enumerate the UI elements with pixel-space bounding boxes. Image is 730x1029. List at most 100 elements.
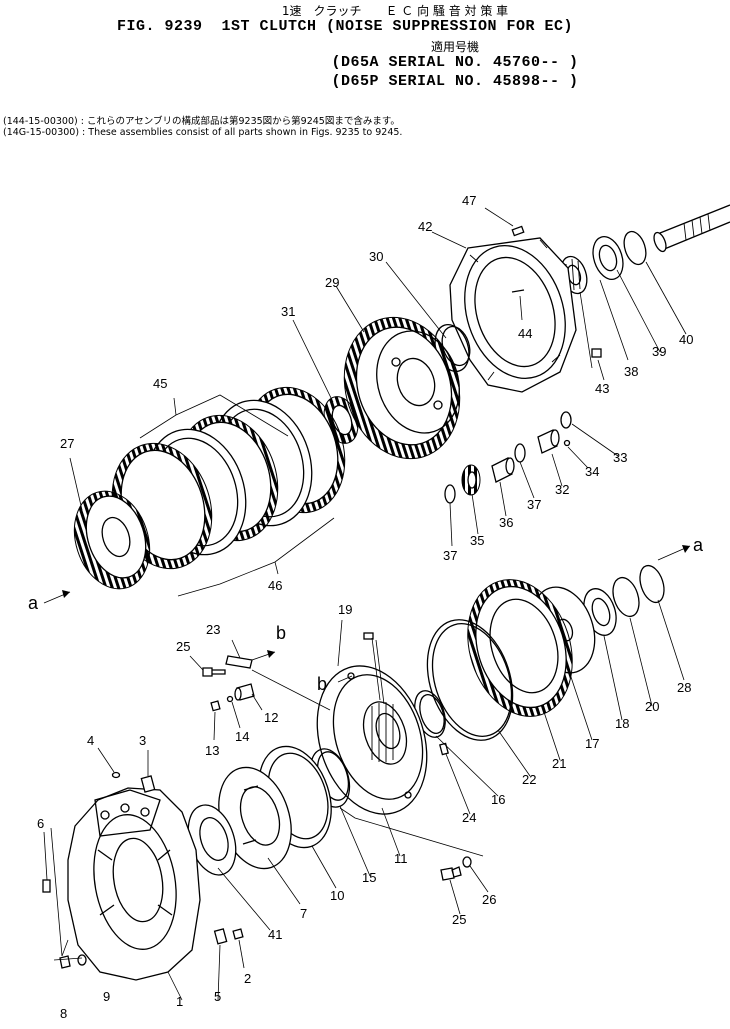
applicable-models-label: 適用号機 — [430, 40, 479, 54]
serial-range-d65a: (D65A SERIAL NO. 45760-- ) — [331, 54, 579, 71]
callout-25-upper: 25 — [176, 639, 190, 654]
part-6-dowel-pin — [42, 879, 51, 893]
part-24-pin — [439, 742, 449, 756]
callout-7: 7 — [300, 906, 307, 921]
part-23-link — [225, 655, 253, 669]
part-19-pin — [363, 632, 374, 640]
callout-3: 3 — [139, 733, 146, 748]
callout-46: 46 — [268, 578, 282, 593]
figure-number: FIG. 9239 — [116, 18, 203, 35]
callout-16: 16 — [491, 792, 505, 807]
part-4-ball — [111, 771, 121, 779]
part-42-carrier-housing — [449, 237, 577, 393]
callout-21: 21 — [552, 756, 566, 771]
part-40-snap-ring — [623, 230, 647, 266]
callout-8: 8 — [60, 1006, 67, 1021]
leader-lines — [43, 207, 691, 1001]
callout-13: 13 — [205, 743, 219, 758]
callout-11: 11 — [394, 851, 408, 866]
callout-14: 14 — [235, 729, 249, 744]
part-25-bolt-upper — [202, 667, 226, 677]
callout-42: 42 — [418, 219, 432, 234]
callout-27: 27 — [60, 436, 74, 451]
callout-36: 36 — [499, 515, 513, 530]
part-20-snap-ring — [612, 576, 640, 618]
part-27-clutch-hub — [73, 490, 151, 590]
callout-26: 26 — [482, 892, 496, 907]
callout-12: 12 — [264, 710, 278, 725]
callout-1: 1 — [176, 994, 183, 1009]
callout-33: 33 — [613, 450, 627, 465]
callout-37-upper: 37 — [527, 497, 541, 512]
callout-40: 40 — [679, 332, 693, 347]
figure-title-text: 1ST CLUTCH (NOISE SUPPRESSION FOR EC) — [221, 18, 574, 35]
callout-24: 24 — [462, 810, 476, 825]
callout-34: 34 — [585, 464, 599, 479]
callout-45: 45 — [153, 376, 167, 391]
part-21-gear — [467, 579, 573, 717]
callout-9: 9 — [103, 989, 110, 1004]
callout-38: 38 — [624, 364, 638, 379]
reference-a-left: a — [28, 593, 39, 613]
callout-labels: 47 42 30 29 31 44 43 38 39 40 45 33 34 3… — [28, 193, 704, 1021]
callout-23: 23 — [206, 622, 220, 637]
callout-5: 5 — [214, 989, 221, 1004]
callout-22: 22 — [522, 772, 536, 787]
part-36-needle-bearing — [491, 457, 515, 483]
callout-4: 4 — [87, 733, 94, 748]
part-35-planet-gear — [461, 464, 481, 496]
part-26-washer — [462, 856, 472, 868]
part-9-washer — [77, 954, 87, 966]
callout-44: 44 — [518, 326, 532, 341]
part-1-clutch-case — [67, 787, 201, 981]
callout-29: 29 — [325, 275, 339, 290]
part-37-thrust-washer-lower — [444, 484, 456, 504]
part-12-bushing — [234, 683, 255, 701]
figure-title: FIG. 9239 1ST CLUTCH (NOISE SUPPRESSION … — [0, 18, 710, 35]
part-47-pin — [511, 225, 525, 237]
callout-32: 32 — [555, 482, 569, 497]
callout-18: 18 — [615, 716, 629, 731]
callout-15: 15 — [362, 870, 376, 885]
reference-a-right: a — [693, 535, 704, 555]
part-43-plug — [591, 348, 602, 358]
callout-2: 2 — [244, 971, 251, 986]
callout-47: 47 — [462, 193, 476, 208]
part-13-plug — [210, 700, 221, 712]
part-28-snap-ring — [639, 564, 665, 604]
serial-range-d65p: (D65P SERIAL NO. 45898-- ) — [331, 73, 579, 90]
assembly-note-japanese: (144-15-00300) : これらのアセンブリの構成部品は第9235図から… — [3, 116, 400, 127]
part-32-shaft — [537, 429, 560, 454]
title-japanese: 1速 クラッチ Ｅ Ｃ 向 騒 音 対 策 車 — [281, 4, 509, 18]
callout-6: 6 — [37, 816, 44, 831]
part-39-bearing — [592, 235, 624, 281]
part-29-ring-gear — [343, 316, 461, 460]
callout-35: 35 — [470, 533, 484, 548]
reference-b-top: b — [276, 623, 286, 643]
callout-20: 20 — [645, 699, 659, 714]
part-8-bolt — [59, 955, 71, 969]
assembly-note-english: (14G-15-00300) : These assemblies consis… — [3, 127, 403, 138]
part-37-thrust-washer-upper — [514, 443, 526, 463]
output-shaft — [653, 204, 730, 253]
callout-17: 17 — [585, 736, 599, 751]
part-44-pin — [511, 289, 525, 293]
part-5-plug — [213, 928, 228, 945]
callout-43: 43 — [595, 381, 609, 396]
part-3-plug — [140, 775, 156, 793]
reference-b-mid: b — [317, 674, 327, 694]
part-2-plug — [232, 928, 244, 940]
callout-28: 28 — [677, 680, 691, 695]
part-33-snap-ring — [560, 411, 572, 429]
part-25-bolt-lower — [440, 866, 462, 881]
callout-10: 10 — [330, 888, 344, 903]
callout-30: 30 — [369, 249, 383, 264]
part-34-ball — [563, 439, 571, 447]
part-14-ball — [226, 695, 234, 703]
part-11-housing — [316, 665, 428, 815]
part-7-plate — [218, 766, 292, 870]
callout-41: 41 — [268, 927, 282, 942]
callout-37-lower: 37 — [443, 548, 457, 563]
callout-39: 39 — [652, 344, 666, 359]
